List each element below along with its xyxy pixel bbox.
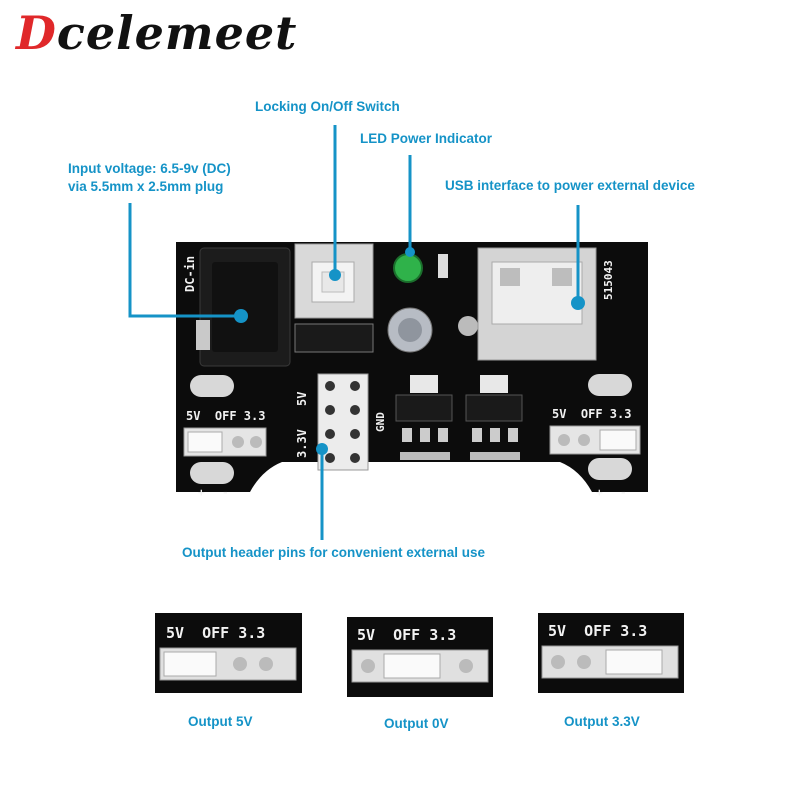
brand-rest: celemeet xyxy=(56,6,298,60)
callout-header: Output header pins for convenient extern… xyxy=(182,545,486,560)
caption-output-5v: Output 5V xyxy=(188,714,253,729)
label-gnd: GND xyxy=(374,412,387,432)
capacitor xyxy=(387,307,478,353)
usb-port[interactable] xyxy=(477,247,597,361)
callout-input-line2: via 5.5mm x 2.5mm plug xyxy=(68,179,224,194)
callout-lines xyxy=(128,125,580,540)
right-minus: - xyxy=(620,486,627,499)
left-jumper-pins[interactable] xyxy=(183,427,267,457)
right-rail-pads-top xyxy=(588,374,632,396)
right-jumper-label: 5V OFF 3.3 xyxy=(552,407,631,421)
usb-code-label: 515043 xyxy=(602,260,615,300)
power-switch[interactable] xyxy=(294,243,374,353)
left-rail-pads-top xyxy=(190,375,234,397)
left-rail-pads-bottom xyxy=(190,462,234,484)
variant-5v-label: 5V OFF 3.3 xyxy=(166,624,265,642)
caption-output-0v: Output 0V xyxy=(384,716,449,731)
callout-led: LED Power Indicator xyxy=(360,131,493,146)
led-indicator xyxy=(393,253,423,283)
left-minus: - xyxy=(222,486,229,499)
dc-jack xyxy=(196,247,291,367)
caption-output-3-3v: Output 3.3V xyxy=(564,714,640,729)
callout-dots xyxy=(234,247,585,455)
left-jumper-label: 5V OFF 3.3 xyxy=(186,409,265,423)
label-5v: 5V xyxy=(295,392,309,406)
variant-0v-label: 5V OFF 3.3 xyxy=(357,626,456,644)
brand-first-letter: D xyxy=(16,6,57,60)
brand-logo: Dcelemeet xyxy=(16,6,297,60)
right-rail-pads-bottom xyxy=(588,458,632,480)
voltage-regulators xyxy=(395,375,523,460)
callout-usb: USB interface to power external device xyxy=(445,178,695,193)
variant-board-5v: 5V OFF 3.3 xyxy=(155,613,302,693)
dc-in-label: DC-in xyxy=(183,256,197,292)
right-plus: + xyxy=(596,486,603,499)
callout-switch: Locking On/Off Switch xyxy=(255,99,400,114)
callout-input-line1: Input voltage: 6.5-9v (DC) xyxy=(68,161,231,176)
smd-resistor xyxy=(438,254,448,278)
output-header-pins xyxy=(317,373,369,471)
label-3-3v: 3.3V xyxy=(295,429,309,458)
variant-board-3-3v: 5V OFF 3.3 xyxy=(538,613,684,693)
variant-board-0v: 5V OFF 3.3 xyxy=(347,617,493,697)
left-plus: + xyxy=(198,486,205,499)
variant-3-3v-label: 5V OFF 3.3 xyxy=(548,622,647,640)
right-jumper-pins[interactable] xyxy=(549,425,641,455)
